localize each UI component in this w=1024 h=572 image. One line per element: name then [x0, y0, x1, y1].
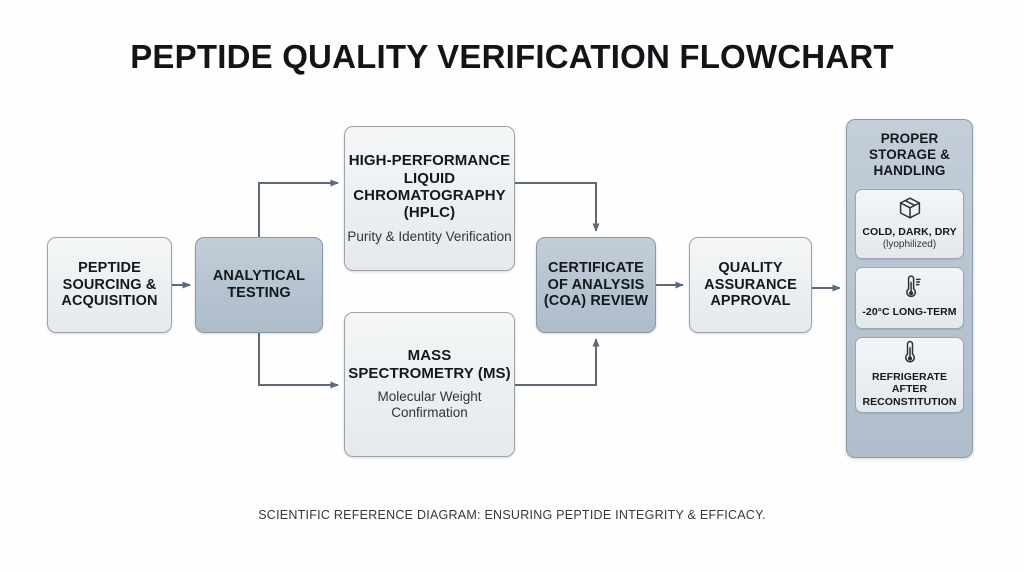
storage-card-label: REFRIGERATE AFTER RECONSTITUTION — [862, 371, 957, 408]
storage-card-label: COLD, DARK, DRY — [862, 225, 957, 238]
node-quality-assurance-approval[interactable]: QUALITY ASSURANCE APPROVAL — [689, 237, 812, 333]
panel-proper-storage[interactable]: PROPER STORAGE & HANDLING COLD, DARK, DR… — [846, 119, 973, 458]
storage-card-refrigerate[interactable]: REFRIGERATE AFTER RECONSTITUTION — [855, 336, 964, 413]
storage-card-note: (lyophilized) — [882, 239, 937, 251]
panel-title: PROPER STORAGE & HANDLING — [869, 131, 950, 179]
storage-card-label: -20°C LONG-TERM — [862, 306, 957, 319]
node-coa-review[interactable]: CERTIFICATE OF ANALYSIS (COA) REVIEW — [536, 237, 656, 333]
edge-ms-coa — [515, 338, 600, 386]
edge-analytical-hplc — [258, 179, 339, 237]
page-title: PEPTIDE QUALITY VERIFICATION FLOWCHART — [130, 38, 894, 75]
node-peptide-sourcing[interactable]: PEPTIDE SOURCING & ACQUISITION — [47, 237, 172, 333]
node-subtitle: Molecular Weight Confirmation — [377, 389, 482, 421]
diagram-caption: SCIENTIFIC REFERENCE DIAGRAM: ENSURING P… — [258, 508, 766, 522]
storage-card-freezer[interactable]: -20°C LONG-TERM — [855, 266, 964, 329]
storage-card-cold-dark-dry[interactable]: COLD, DARK, DRY (lyophilized) — [855, 188, 964, 259]
edge-hplc-coa — [515, 182, 600, 232]
node-subtitle: Purity & Identity Verification — [347, 228, 512, 244]
package-box-icon — [897, 195, 923, 221]
node-title: CERTIFICATE OF ANALYSIS (COA) REVIEW — [543, 259, 649, 310]
node-title: QUALITY ASSURANCE APPROVAL — [704, 259, 797, 310]
node-mass-spectrometry[interactable]: MASS SPECTROMETRY (MS) Molecular Weight … — [344, 312, 515, 457]
node-analytical-testing[interactable]: ANALYTICAL TESTING — [195, 237, 323, 333]
node-hplc[interactable]: HIGH-PERFORMANCE LIQUID CHROMATOGRAPHY (… — [344, 126, 515, 271]
node-title: ANALYTICAL TESTING — [212, 268, 306, 301]
node-title: PEPTIDE SOURCING & ACQUISITION — [61, 259, 158, 310]
node-title: MASS SPECTROMETRY (MS) — [348, 347, 511, 382]
thermometer-icon — [897, 340, 923, 366]
node-title: HIGH-PERFORMANCE LIQUID CHROMATOGRAPHY (… — [348, 152, 511, 222]
thermometer-cold-icon — [897, 275, 923, 301]
edge-analytical-ms — [258, 333, 339, 389]
